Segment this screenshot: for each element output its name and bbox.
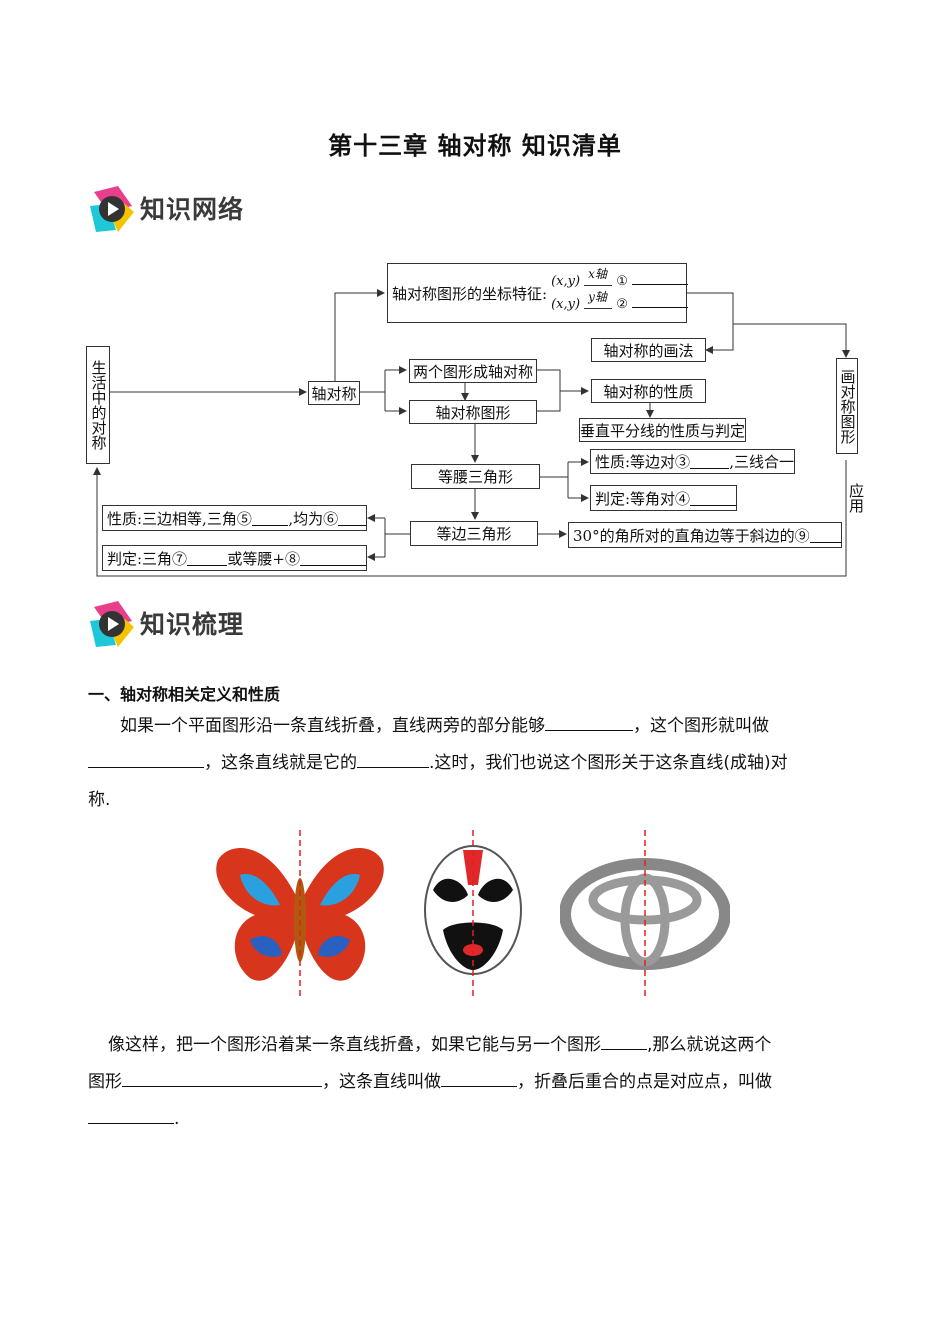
play-logo-icon — [90, 601, 134, 647]
blank-1-label: ① — [616, 274, 628, 289]
box-axis-property: 轴对称的性质 — [591, 379, 706, 403]
x-axis-label: x轴 — [588, 267, 607, 281]
knowledge-network-diagram: 生活中的对称 轴对称 轴对称图形的坐标特征: (x,y) x轴 ① (x,y) … — [0, 0, 950, 600]
box-drawing-method: 轴对称的画法 — [591, 338, 706, 362]
box-perp-bisector: 垂直平分线的性质与判定 — [579, 418, 746, 442]
opera-mask-image — [424, 830, 522, 1000]
box-axis-figure: 轴对称图形 — [409, 400, 537, 424]
page-title: 第十三章 轴对称 知识清单 — [328, 132, 622, 160]
box-isosceles-property: 性质:等边对③ ,三线合一 — [590, 449, 795, 474]
blank-2-label: ② — [616, 297, 628, 312]
y-axis-label: y轴 — [588, 290, 607, 304]
section-title-summary: 知识梳理 — [140, 610, 245, 639]
coord-xy-2: (x,y) — [551, 297, 581, 312]
box-equilateral-property: 性质:三边相等,三角⑤ ,均为⑥ — [102, 505, 367, 531]
box-thirty-degree: 30°的角所对的直角边等于斜边的⑨ — [568, 522, 842, 548]
toyota-logo-image — [560, 830, 730, 1000]
box-life-symmetry: 生活中的对称 — [86, 346, 110, 464]
paragraph-definition: 如果一个平面图形沿一条直线折叠，直线两旁的部分能够，这个图形就叫做 ，这条直线就… — [88, 708, 863, 819]
coord-xy-1: (x,y) — [551, 274, 581, 289]
box-coordinate-features: 轴对称图形的坐标特征: (x,y) x轴 ① (x,y) y轴 ② — [387, 263, 689, 323]
play-logo-icon — [90, 186, 134, 232]
box-axis-symmetry: 轴对称 — [308, 381, 360, 405]
coordinate-label: 轴对称图形的坐标特征: — [392, 284, 548, 303]
section-title-network: 知识网络 — [140, 195, 245, 224]
box-equilateral: 等边三角形 — [410, 521, 538, 546]
label-apply: 应用 — [847, 483, 865, 513]
box-two-figures: 两个图形成轴对称 — [409, 359, 537, 383]
example-images — [0, 830, 950, 1000]
box-isosceles: 等腰三角形 — [411, 464, 540, 489]
paragraph-axis-symmetry: 像这样，把一个图形沿着某一条直线折叠，如果它能与另一个图形,那么就说这两个 图形… — [88, 1027, 863, 1138]
section-heading-1: 一、轴对称相关定义和性质 — [88, 685, 281, 704]
box-draw-symmetric: 画对称图形 — [836, 358, 858, 454]
diagram-connectors — [93, 289, 850, 577]
box-equilateral-judge: 判定:三角⑦ 或等腰+⑧ — [102, 545, 367, 571]
box-isosceles-judge: 判定:等角对④ — [590, 485, 737, 511]
butterfly-image — [216, 830, 384, 1000]
